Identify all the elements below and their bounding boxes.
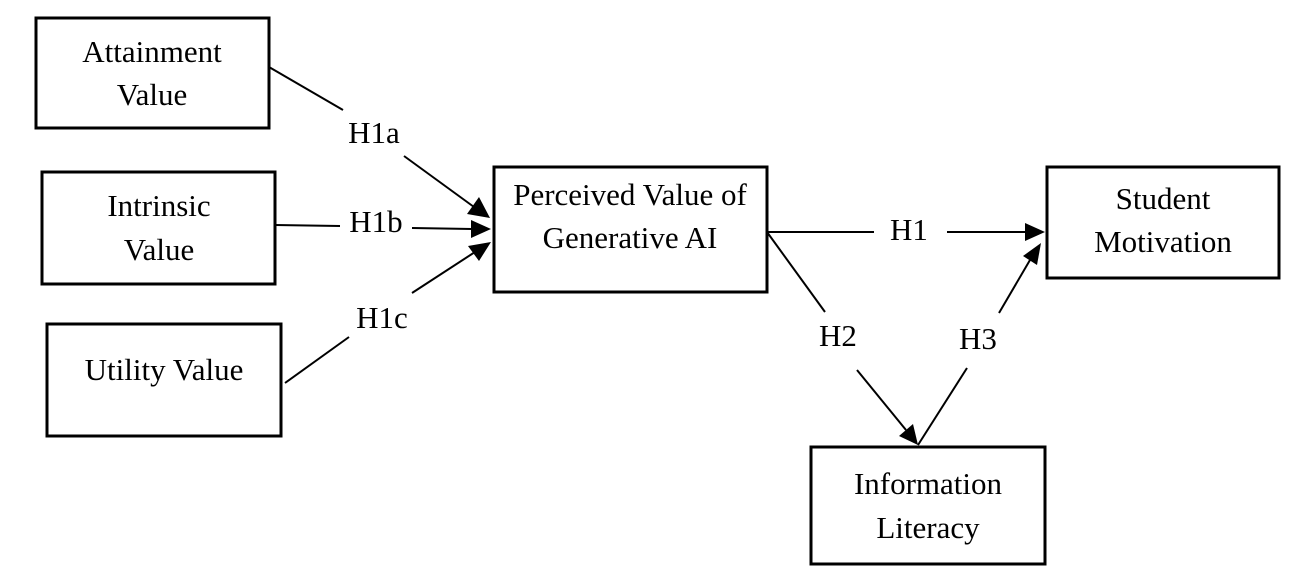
hypothesis-label-h2: H2	[819, 318, 857, 353]
node-student-motivation: Student Motivation	[1045, 165, 1281, 280]
arrowhead-icon	[467, 197, 490, 218]
path-h1b: H1b	[274, 204, 491, 239]
path-h1c: H1c	[284, 242, 491, 384]
hypothesis-label-h1a: H1a	[348, 115, 400, 150]
node-label-line: Intrinsic	[107, 188, 210, 223]
node-label-line: Student	[1116, 181, 1211, 216]
hypothesis-label-h1b: H1b	[349, 204, 402, 239]
edge-segment	[403, 155, 475, 208]
hypothesis-label-h1: H1	[890, 212, 928, 247]
node-information-literacy: Information Literacy	[809, 445, 1047, 566]
arrowhead-icon	[1023, 243, 1041, 265]
node-label-line: Attainment	[82, 34, 222, 69]
node-label-line: Information	[854, 466, 1003, 501]
arrowhead-icon	[899, 424, 918, 445]
edge-segment	[856, 369, 907, 431]
path-h2: H2	[766, 231, 918, 445]
node-label-line: Utility Value	[85, 352, 244, 387]
node-label-line: Literacy	[876, 510, 980, 545]
path-h1: H1	[767, 212, 1045, 247]
arrowhead-icon	[471, 220, 491, 238]
arrowhead-icon	[1025, 223, 1045, 241]
node-label-line: Value	[117, 77, 188, 112]
edge-segment	[268, 66, 344, 111]
node-label-line: Value	[124, 232, 195, 267]
edge-segment	[998, 259, 1031, 314]
node-intrinsic-value: Intrinsic Value	[40, 170, 277, 286]
hypothesis-label-h3: H3	[959, 321, 997, 356]
edge-segment	[411, 251, 476, 294]
edge-segment	[917, 367, 968, 446]
node-attainment-value: Attainment Value	[34, 16, 271, 130]
node-label-line: Perceived Value of	[513, 177, 747, 212]
edge-segment	[766, 231, 826, 313]
edge-segment	[284, 336, 350, 384]
node-perceived-value-generative-ai: Perceived Value of Generative AI	[492, 165, 769, 294]
node-utility-value: Utility Value	[45, 322, 283, 438]
arrowhead-icon	[468, 242, 491, 261]
edge-segment	[274, 224, 341, 227]
node-label-line: Motivation	[1094, 224, 1232, 259]
path-h1a: H1a	[268, 66, 490, 218]
edge-segment	[411, 227, 473, 230]
hypothesis-label-h1c: H1c	[356, 300, 408, 335]
path-h3: H3	[917, 243, 1041, 446]
node-label-line: Generative AI	[543, 220, 718, 255]
